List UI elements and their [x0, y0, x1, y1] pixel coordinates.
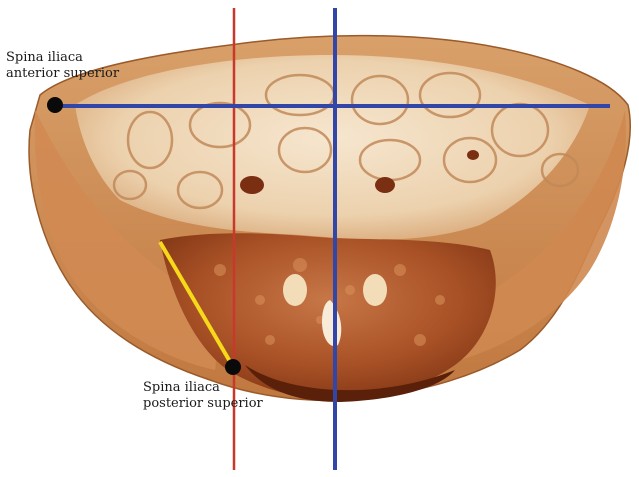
- psis-label: Spina iliaca posterior superior: [143, 380, 263, 412]
- psis-label-line2: posterior superior: [143, 396, 263, 412]
- asis-label-line1: Spina iliaca: [6, 50, 119, 66]
- asis-label-line2: anterior superior: [6, 66, 119, 82]
- sacral-foramen-left: [283, 274, 307, 306]
- asis-marker: [47, 97, 63, 113]
- psis-marker: [225, 359, 241, 375]
- psis-label-line1: Spina iliaca: [143, 380, 263, 396]
- asis-label: Spina iliaca anterior superior: [6, 50, 119, 82]
- sacral-foramen-right: [363, 274, 387, 306]
